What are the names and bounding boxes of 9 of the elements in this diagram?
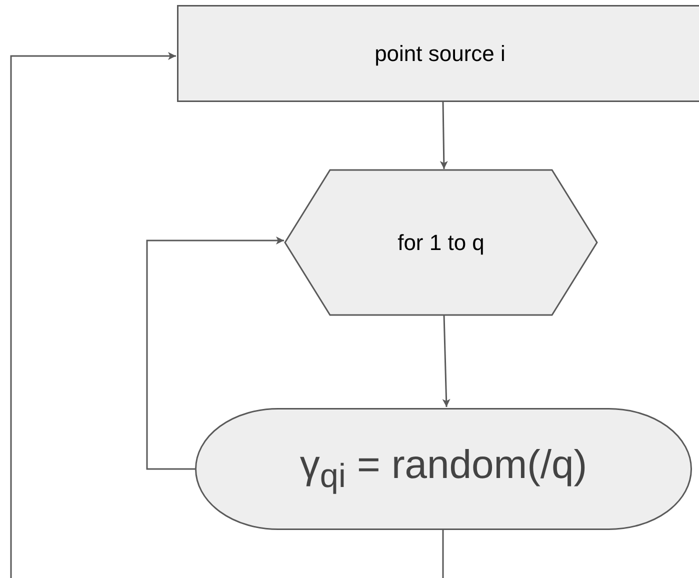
arrow	[146, 236, 284, 470]
node-text: point source i	[374, 40, 506, 66]
process-box	[177, 5, 699, 102]
loop-hexagon	[285, 170, 597, 315]
arrow	[442, 314, 450, 408]
arrow	[10, 52, 176, 578]
node-text: for 1 to q	[398, 230, 484, 256]
arrow	[440, 102, 448, 170]
formula-text: γ$_{qi}$ = random(/q)	[300, 442, 588, 496]
